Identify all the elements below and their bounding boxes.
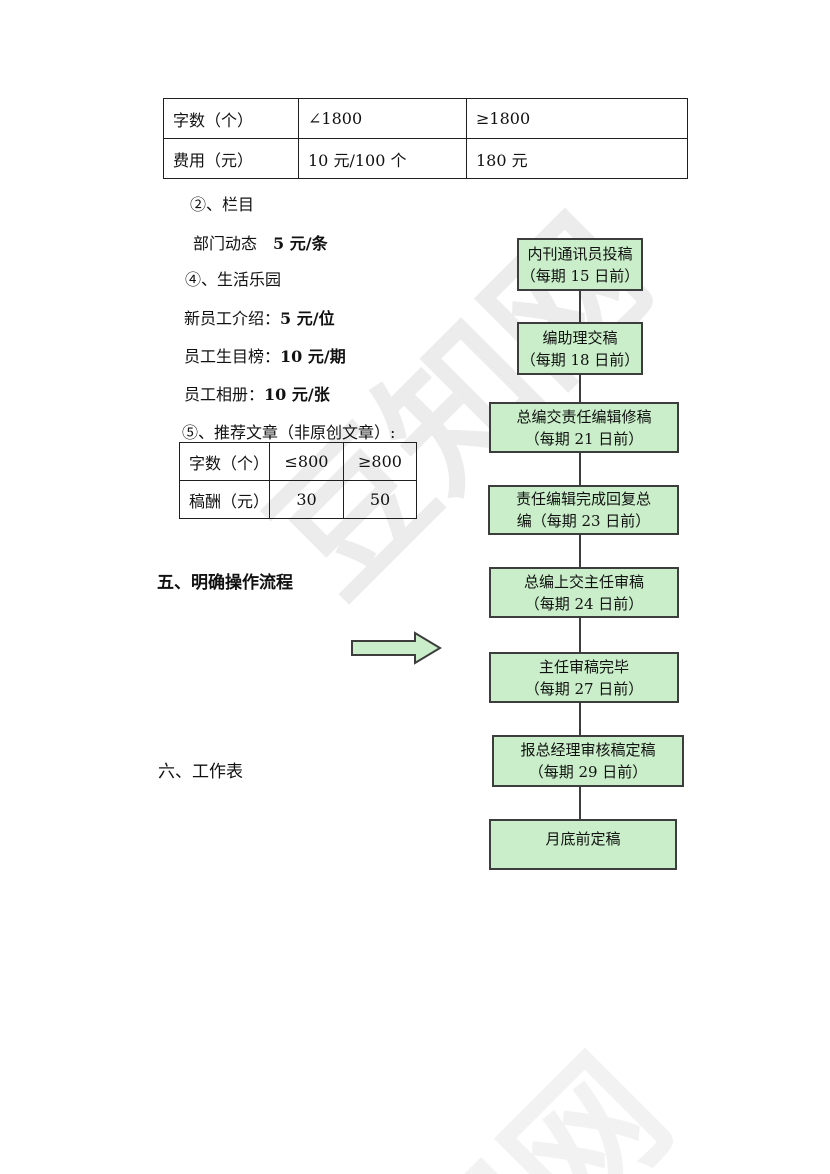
table-row: 稿酬（元） 30 50: [179, 480, 417, 519]
flow-connector: [579, 618, 581, 652]
table-cell: ≥1800: [466, 98, 688, 139]
flow-connector: [579, 787, 581, 819]
flow-step-title: 总编上交主任审稿: [523, 572, 644, 591]
list-item-new-employee: 新员工介绍：5 元/位: [184, 305, 335, 329]
flow-step-title: 主任审稿完毕: [538, 657, 629, 676]
flow-step-deadline: （每期 18 日前）: [520, 350, 640, 369]
item-label: ④、生活乐园: [185, 270, 282, 289]
item-price: 5 元/位: [280, 309, 335, 328]
flow-connector: [579, 291, 581, 322]
flow-step-deadline: （每期 27 日前）: [524, 679, 644, 698]
flow-connector: [579, 453, 581, 485]
item-label: 部门动态: [193, 234, 258, 253]
flow-step-title: 责任编辑完成回复总: [515, 490, 651, 508]
flow-step-title: 月底前定稿: [545, 830, 621, 848]
list-item-recommended-articles: ⑤、推荐文章（非原创文章）:: [182, 419, 395, 443]
item-label: ⑤、推荐文章（非原创文章）:: [182, 423, 396, 442]
flow-step-finalize-month-end: 月底前定稿: [489, 819, 677, 870]
word-count-fee-table: 字数（个） ∠1800 ≥1800 费用（元） 10 元/100 个 180 元: [163, 98, 688, 179]
table-cell: 费用（元）: [163, 138, 299, 179]
flow-step-title: 内刊通讯员投稿: [527, 244, 633, 263]
table-row: 费用（元） 10 元/100 个 180 元: [163, 138, 688, 179]
item-price: 10 元/张: [264, 385, 330, 404]
table-cell: 180 元: [466, 138, 688, 179]
item-price: 10 元/期: [280, 347, 346, 366]
watermark-bottom: 豆知网: [236, 1002, 708, 1174]
flow-step-editor-reply: 责任编辑完成回复总 编（每期 23 日前）: [488, 485, 679, 535]
table-cell: 字数（个）: [179, 442, 270, 481]
list-item-life-garden: ④、生活乐园: [185, 266, 281, 290]
list-item-columns: ②、栏目: [190, 191, 254, 215]
flow-step-assistant-hand-in: 编助理交稿 （每期 18 日前）: [517, 322, 643, 375]
section-heading-process: 五、明确操作流程: [157, 573, 293, 593]
item-label: 新员工介绍：: [184, 309, 281, 328]
flow-direction-arrow-icon: [351, 631, 442, 665]
flow-step-title: 报总经理审核稿定稿: [520, 741, 656, 759]
flow-step-deadline: （每期 21 日前）: [524, 429, 644, 448]
flow-step-submit: 内刊通讯员投稿 （每期 15 日前）: [517, 238, 643, 291]
recommend-article-pay-table: 字数（个） ≤800 ≥800 稿酬（元） 30 50: [179, 442, 417, 519]
table-cell: 稿酬（元）: [179, 480, 270, 519]
list-item-photo-album: 员工相册：10 元/张: [184, 381, 330, 405]
table-row: 字数（个） ≤800 ≥800: [179, 442, 417, 481]
table-cell: ≥800: [343, 442, 417, 481]
item-price: 5 元/条: [273, 234, 328, 253]
table-cell: 30: [269, 480, 344, 519]
item-label: ②、栏目: [190, 195, 255, 214]
table-row: 字数（个） ∠1800 ≥1800: [163, 98, 688, 139]
flow-step-deadline: 编（每期 23 日前）: [516, 512, 651, 530]
flow-step-deadline: （每期 29 日前）: [528, 763, 648, 781]
list-item-birthday-list: 员工生目榜：10 元/期: [184, 343, 346, 367]
table-cell: 10 元/100 个: [298, 138, 467, 179]
section-heading-worksheet: 六、工作表: [158, 762, 243, 782]
flow-step-deadline: （每期 15 日前）: [520, 266, 640, 285]
table-cell: 字数（个）: [163, 98, 299, 139]
table-cell: ∠1800: [298, 98, 467, 139]
list-item-dept-news: 部门动态 5 元/条: [193, 230, 328, 254]
item-label: 员工相册：: [184, 385, 265, 404]
flow-step-deadline: （每期 24 日前）: [524, 594, 644, 613]
flow-connector: [579, 375, 581, 402]
flow-step-editor-revise: 总编交责任编辑修稿 （每期 21 日前）: [489, 402, 679, 453]
flow-step-title: 总编交责任编辑修稿: [516, 407, 652, 426]
flow-step-director-review-done: 主任审稿完毕 （每期 27 日前）: [489, 652, 679, 703]
table-cell: 50: [343, 480, 417, 519]
flow-step-gm-final-approval: 报总经理审核稿定稿 （每期 29 日前）: [492, 735, 684, 787]
flow-connector: [579, 703, 581, 735]
flow-step-title: 编助理交稿: [542, 328, 618, 347]
flow-connector: [579, 535, 581, 567]
flow-step-chief-to-director: 总编上交主任审稿 （每期 24 日前）: [489, 567, 679, 618]
item-label: 员工生目榜：: [184, 347, 281, 366]
table-cell: ≤800: [269, 442, 344, 481]
